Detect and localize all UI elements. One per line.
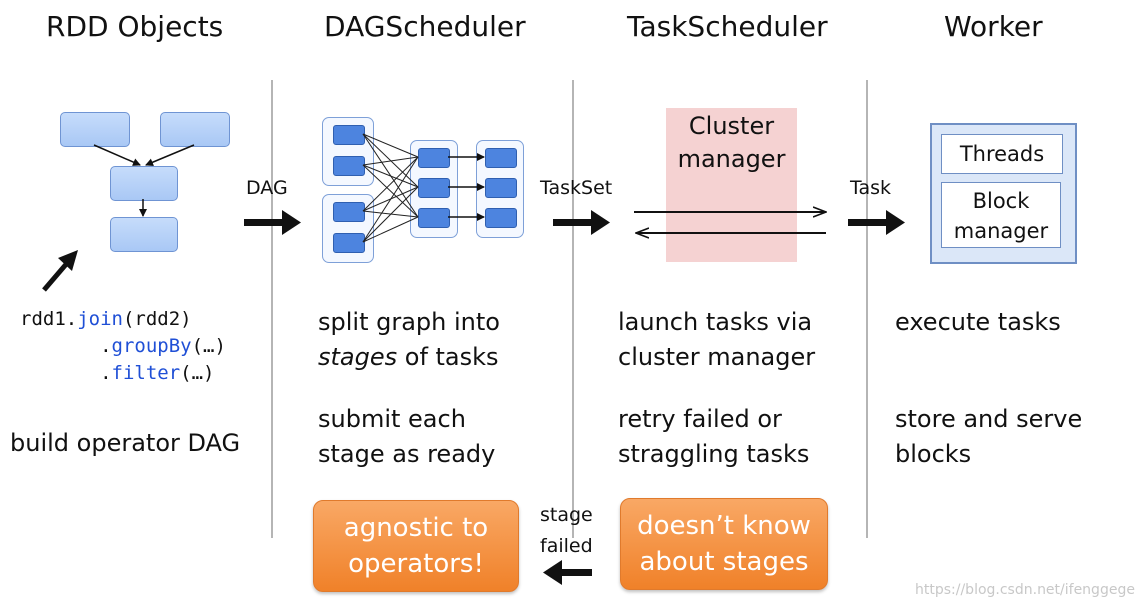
- rdd-description: build operator DAG: [10, 429, 241, 457]
- taskset-arrow: [553, 219, 593, 226]
- rdd-node: [160, 112, 230, 147]
- task-description: launch tasks via cluster manager: [618, 308, 816, 371]
- column-divider: [572, 80, 574, 538]
- worker-description-store: store and serve blocks: [895, 405, 1083, 468]
- stage-failed-arrow: [560, 569, 592, 576]
- dag-arrow-head: [282, 210, 301, 235]
- header-rdd-objects: RDD Objects: [46, 10, 224, 43]
- header-dagscheduler: DAGScheduler: [324, 10, 526, 43]
- rdd-edge: [93, 144, 141, 166]
- task-arrow-head: [886, 210, 905, 235]
- column-divider: [866, 80, 868, 538]
- header-worker: Worker: [944, 10, 1043, 43]
- column-divider: [271, 80, 273, 538]
- task-node: [418, 208, 450, 228]
- pointer-arrow: [42, 260, 70, 292]
- dag-description-submit: submit each stage as ready: [318, 405, 496, 468]
- cluster-manager-box: [666, 108, 797, 262]
- task-node: [485, 148, 517, 168]
- rdd-node: [110, 166, 178, 201]
- pointer-arrow-head: [58, 250, 78, 271]
- dag-description: split graph into stages of tasks: [318, 308, 500, 371]
- task-node: [418, 178, 450, 198]
- rdd-node: [60, 112, 130, 147]
- watermark: https://blog.csdn.net/ifenggege: [915, 582, 1135, 598]
- task-description-retry: retry failed or straggling tasks: [618, 405, 810, 468]
- block-manager-box: Block manager: [941, 182, 1061, 248]
- task-arrow: [848, 219, 888, 226]
- dag-shuffle-edges: [362, 133, 419, 243]
- task-node: [485, 208, 517, 228]
- stage-failed-label-1: stage: [540, 504, 593, 526]
- dag-arrow-label: DAG: [246, 177, 288, 199]
- task-arrow-label: Task: [850, 177, 892, 199]
- taskset-arrow-label: TaskSet: [540, 177, 613, 199]
- stage-failed-arrow-head: [543, 560, 562, 585]
- task-node: [485, 178, 517, 198]
- dag-arrow: [244, 219, 284, 226]
- header-taskscheduler: TaskScheduler: [627, 10, 828, 43]
- rdd-node: [110, 217, 178, 252]
- task-node: [333, 202, 365, 222]
- task-node: [418, 148, 450, 168]
- rdd-code-snippet: rdd1.join(rdd2) .groupBy(…) .filter(…): [20, 308, 226, 384]
- task-node: [333, 233, 365, 253]
- stage-failed-label-2: failed: [540, 535, 593, 557]
- rdd-edge: [145, 144, 195, 166]
- taskset-arrow-head: [591, 210, 610, 235]
- worker-description: execute tasks: [895, 308, 1061, 336]
- cluster-manager-label: Cluster manager: [677, 112, 786, 173]
- threads-box: Threads: [941, 134, 1063, 174]
